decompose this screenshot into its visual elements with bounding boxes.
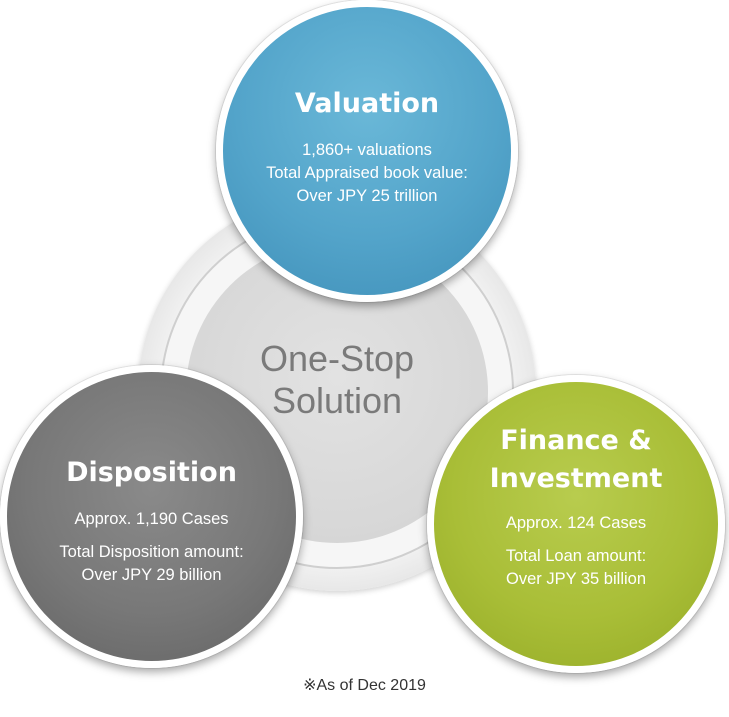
valuation-circle: Valuation 1,860+ valuations Total Apprai… bbox=[216, 0, 518, 302]
finance-count: Approx. 124 Cases bbox=[505, 514, 647, 532]
center-label-line2: Solution bbox=[271, 380, 403, 421]
disposition-circle: Disposition Approx. 1,190 Cases Total Di… bbox=[0, 365, 303, 668]
valuation-total-label: Total Appraised book value: bbox=[266, 164, 468, 182]
center-label-line1: One-Stop bbox=[259, 338, 415, 379]
finance-investment-circle: Finance & Investment Approx. 124 Cases T… bbox=[427, 375, 725, 673]
finance-total-value: Over JPY 35 billion bbox=[505, 570, 647, 588]
disposition-title: Disposition bbox=[66, 457, 237, 488]
as-of-footnote: ※As of Dec 2019 bbox=[303, 677, 426, 694]
disposition-total-label: Total Disposition amount: bbox=[59, 543, 244, 561]
valuation-count: 1,860+ valuations bbox=[302, 141, 432, 159]
finance-title-line1: Finance & bbox=[500, 425, 652, 456]
disposition-count: Approx. 1,190 Cases bbox=[74, 510, 229, 528]
valuation-title: Valuation bbox=[294, 88, 440, 119]
finance-total-label: Total Loan amount: bbox=[505, 547, 647, 565]
disposition-total-value: Over JPY 29 billion bbox=[81, 566, 222, 584]
valuation-total-value: Over JPY 25 trillion bbox=[296, 187, 438, 205]
center-label: One-Stop Solution bbox=[186, 338, 488, 422]
finance-title-line2: Investment bbox=[489, 463, 663, 494]
